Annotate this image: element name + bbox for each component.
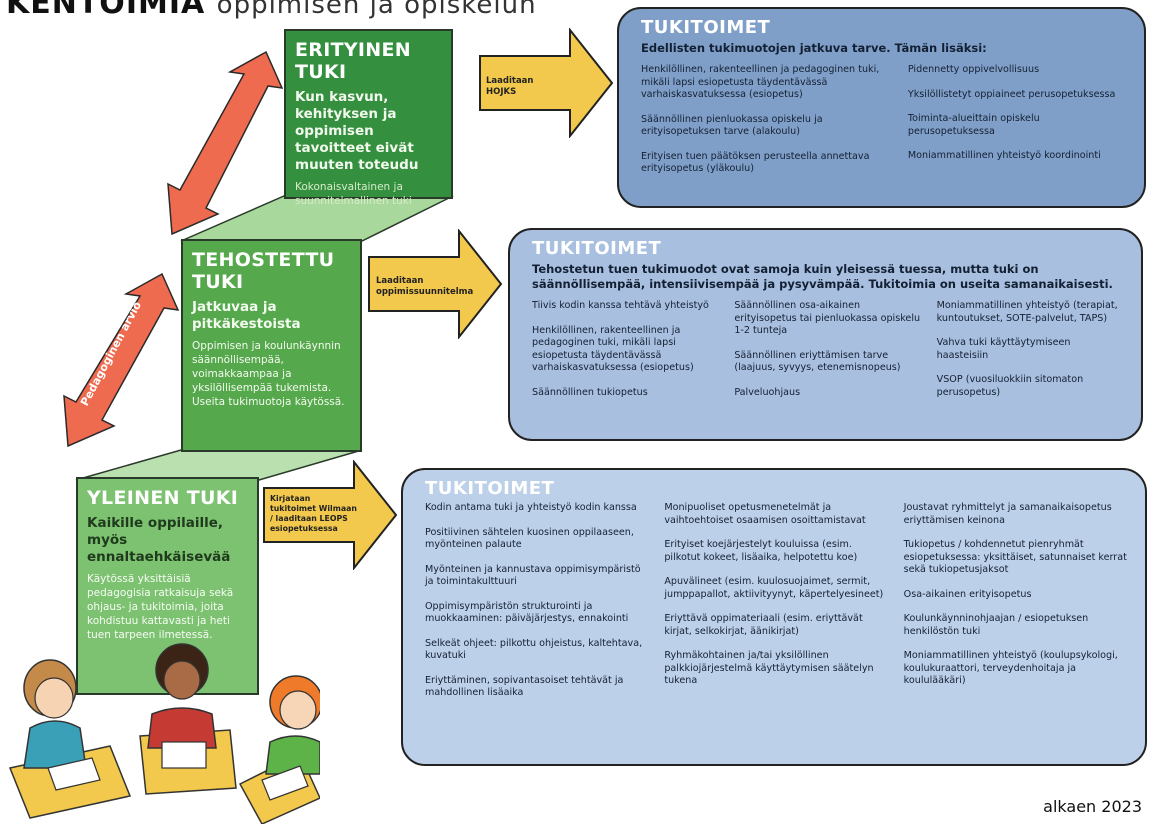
list-item: Ryhmäkohtainen ja/tai yksilöllinen palkk…: [664, 650, 874, 686]
list-item: Vahva tuki käyttäytymiseen haasteisiin: [936, 337, 1071, 361]
list-item: Henkilöllinen, rakenteellinen ja pedagog…: [532, 324, 694, 374]
tier-lead: Kaikille oppilaille, myös ennaltaehkäise…: [87, 515, 231, 565]
list-item: Säännöllinen osa-aikainen erityisopetus …: [734, 300, 921, 336]
list-item: Pidennetty oppivelvollisuus: [907, 64, 1040, 75]
child-right-figure: [238, 675, 320, 824]
arrow-right-icon: [368, 229, 503, 339]
arrow-right-icon: [263, 460, 398, 570]
arrow-label-middle: Laaditaan oppimissuunnitelma: [376, 276, 474, 297]
yellow-arrow-middle: [368, 229, 503, 339]
list-item: Yksilöllistetyt oppiaineet perusopetukse…: [907, 88, 1116, 100]
list-item: Positiivinen sähtelen kuosinen oppilaase…: [425, 526, 634, 551]
list-item: Moniammatillinen yhteistyö koordinointi: [907, 150, 1101, 161]
panel-tukitoimet-erityinen: TUKITOIMET Edellisten tukimuotojen jatku…: [617, 7, 1146, 208]
list-item: Selkeät ohjeet: pilkottu ohjeistus, kalt…: [425, 637, 643, 662]
list-item: Moniammatillinen yhteistyö (terapiat, ku…: [936, 300, 1118, 324]
tier-yleinen-tuki: YLEINEN TUKI Kaikille oppilaille, myös e…: [76, 477, 259, 695]
list-item: Toiminta-alueittain opiskelu perusopetuk…: [907, 113, 1040, 137]
panel-intro: Edellisten tukimuotojen jatkuva tarve. T…: [641, 41, 987, 55]
tier-erityinen-tuki: ERITYINEN TUKI Kun kasvun, kehityksen ja…: [284, 29, 453, 207]
child-middle-figure: [139, 643, 237, 795]
list-item: Eriyttäminen, sopivantasoiset tehtävät j…: [425, 674, 624, 699]
header-title-strong: KENTOIMIA: [6, 0, 206, 21]
list-item: Koulunkäynninohjaajan / esiopetuksen hen…: [903, 613, 1089, 637]
tier-description: Kokonaisvaltainen ja suunnitelmallinen t…: [295, 181, 412, 207]
list-item: Osa-aikainen erityisopetus: [903, 588, 1032, 600]
list-item: Henkilöllinen, rakenteellinen ja pedagog…: [641, 64, 880, 100]
list-item: Monipuoliset opetusmenetelmät ja vaihtoe…: [664, 502, 866, 526]
arrow-right-icon: [479, 28, 614, 138]
list-item: Kodin antama tuki ja yhteistyö kodin kan…: [425, 502, 637, 513]
list-item: Erityisen tuen päätöksen perusteella ann…: [641, 150, 870, 175]
arrow-label-top: Laaditaan HOJKS: [486, 76, 534, 97]
tier-lead: Kun kasvun, kehityksen ja oppimisen tavo…: [295, 89, 419, 173]
children-reading-illustration: [8, 643, 320, 824]
header-title-rest: oppimisen ja opiskelun: [216, 0, 537, 20]
double-arrow-icon: [167, 50, 283, 236]
list-item: VSOP (vuosiluokkiin sitomaton perusopetu…: [936, 374, 1084, 398]
footer-year: alkaen 2023: [1043, 797, 1142, 816]
tier-title: YLEINEN TUKI: [87, 487, 239, 509]
panel-title: TUKITOIMET: [641, 17, 771, 38]
list-item: Tiivis kodin kanssa tehtävä yhteistyö: [532, 300, 709, 311]
tier-description: Käytössä yksittäisiä pedagogisia ratkais…: [87, 573, 234, 641]
yellow-arrow-bottom: [263, 460, 398, 570]
list-item: Säännöllinen pienluokassa opiskelu ja er…: [641, 113, 823, 138]
tier-tehostettu-tuki: TEHOSTETTU TUKI Jatkuvaa ja pitkäkestois…: [181, 239, 362, 452]
tier-lead: Jatkuvaa ja pitkäkestoista: [192, 299, 301, 332]
tier-description: Oppimisen ja koulunkäynnin säännöllisemp…: [192, 340, 345, 408]
list-item: Säännöllinen tukiopetus: [532, 386, 648, 398]
child-left-figure: [8, 659, 132, 819]
double-arrow-icon: [63, 272, 179, 448]
list-item: Myönteinen ja kannustava oppimisympärist…: [425, 563, 641, 588]
list-item: Oppimisympäristön strukturointi ja muokk…: [425, 600, 629, 625]
list-item: Säännöllinen eriyttämisen tarve (laajuus…: [734, 349, 901, 374]
panel-tukitoimet-tehostettu: TUKITOIMET Tehostetun tuen tukimuodot ov…: [508, 228, 1143, 441]
list-item: Tukiopetus / kohdennetut pienryhmät esio…: [903, 539, 1127, 575]
tier-title: TEHOSTETTU TUKI: [192, 249, 335, 293]
list-item: Eriyttävä oppimateriaali (esim. eriyttäv…: [664, 613, 863, 637]
red-double-arrow-lower: [63, 272, 179, 448]
red-double-arrow-upper: [167, 50, 283, 236]
panel-tukitoimet-yleinen: TUKITOIMET Kodin antama tuki ja yhteisty…: [401, 468, 1147, 766]
list-item: Moniammatillinen yhteistyö (koulupsykolo…: [903, 650, 1118, 686]
panel-title: TUKITOIMET: [425, 478, 555, 499]
yellow-arrow-top: [479, 28, 614, 138]
panel-intro: Tehostetun tuen tukimuodot ovat samoja k…: [532, 262, 1113, 291]
list-item: Joustavat ryhmittelyt ja samanaikaisopet…: [903, 502, 1112, 526]
panel-title: TUKITOIMET: [532, 238, 662, 259]
list-item: Erityiset koejärjestelyt kouluissa (esim…: [664, 539, 858, 563]
header-title: KENTOIMIA oppimisen ja opiskelun: [6, 0, 537, 21]
tier-title: ERITYINEN TUKI: [295, 39, 411, 83]
list-item: Palveluohjaus: [734, 386, 801, 398]
arrow-label-bottom: Kirjataan tukitoimet Wilmaan / laaditaan…: [270, 494, 357, 533]
list-item: Apuvälineet (esim. kuulosuojaimet, sermi…: [664, 576, 884, 600]
